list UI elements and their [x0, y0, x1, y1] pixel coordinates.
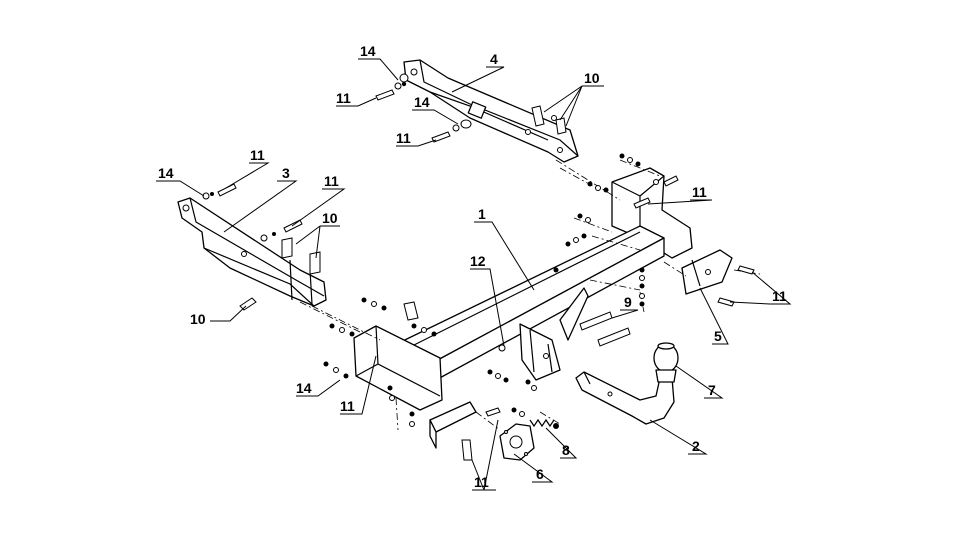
callout-label: 11 — [474, 474, 489, 490]
callout-label: 11 — [340, 398, 355, 414]
callout-labels: 14 4 10 11 14 11 11 14 3 11 10 11 1 12 1… — [158, 43, 787, 490]
callout-label: 1 — [478, 206, 486, 222]
bolt-icon — [239, 297, 257, 311]
callout-label: 5 — [714, 328, 722, 344]
callout-label: 10 — [584, 70, 600, 86]
callout-label: 6 — [536, 466, 544, 482]
callout-label: 7 — [708, 382, 716, 398]
bolt-icon — [461, 439, 473, 461]
callout-label: 11 — [772, 288, 787, 304]
bolt-icon — [531, 105, 545, 127]
tow-ball-part-7 — [653, 342, 679, 383]
callout-label: 10 — [322, 210, 338, 226]
bolt-icon — [579, 311, 613, 331]
bolt-icon — [737, 265, 755, 275]
bolt-icon — [375, 89, 395, 101]
bolt-icon — [281, 237, 293, 259]
callout-label: 14 — [414, 94, 430, 110]
callout-label: 11 — [692, 184, 707, 200]
callout-label: 11 — [336, 90, 351, 106]
tow-ball-neck-part-2 — [575, 371, 675, 425]
bolt-icon — [485, 407, 501, 417]
cross-beam-part-1 — [353, 225, 665, 449]
callout-label: 8 — [562, 442, 570, 458]
socket-plate-part-6 — [499, 423, 535, 461]
bolt-icon — [633, 197, 651, 209]
bolt-icon — [309, 251, 321, 275]
spring-part-8 — [529, 418, 559, 429]
callout-label: 11 — [396, 130, 411, 146]
bolt-icon — [403, 301, 419, 321]
bolt-icon — [663, 175, 679, 187]
callout-label: 10 — [190, 311, 206, 327]
callout-label: 2 — [692, 438, 700, 454]
bracket-part-3 — [177, 197, 327, 307]
bolt-icon — [283, 219, 303, 233]
callout-label: 14 — [360, 43, 376, 59]
bracket-part-4 — [403, 59, 579, 163]
bolt-icon — [717, 297, 735, 307]
bolt-icon — [597, 327, 631, 347]
bracket-part-5 — [611, 167, 733, 295]
callout-label: 14 — [158, 165, 174, 181]
callout-label: 11 — [324, 173, 339, 189]
hardware — [202, 73, 755, 461]
callout-label: 3 — [282, 165, 290, 181]
assembly-lines — [299, 159, 761, 431]
callout-label: 4 — [490, 51, 498, 67]
leader-lines — [156, 58, 792, 491]
bolt-icon — [217, 183, 237, 197]
callout-label: 9 — [624, 294, 632, 310]
callout-label: 14 — [296, 380, 312, 396]
callout-label: 11 — [250, 147, 265, 163]
bolt-icon — [555, 117, 567, 135]
callout-label: 12 — [470, 253, 486, 269]
